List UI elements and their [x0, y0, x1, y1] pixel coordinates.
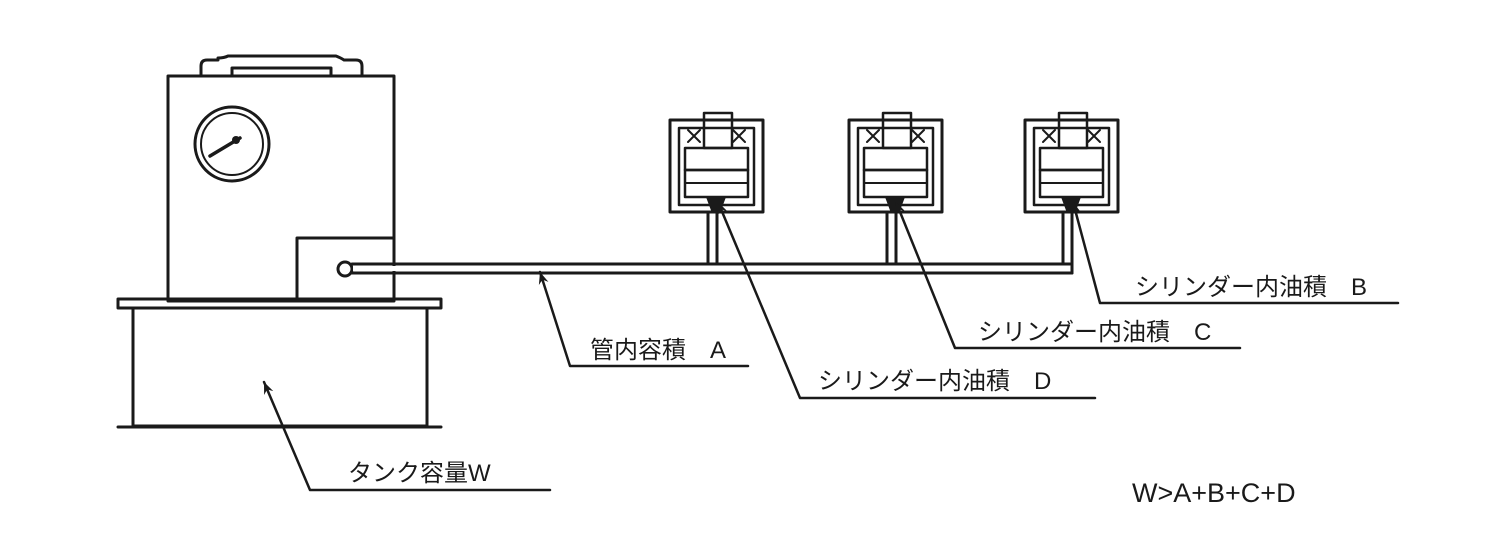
tank-capacity-label: タンク容量W	[348, 460, 491, 487]
arrow-pointer-icon	[894, 200, 1242, 350]
arrow-pointer-icon	[716, 200, 1097, 400]
pipe-volume-label: 管内容積 A	[590, 337, 726, 364]
outlet-port	[336, 260, 354, 278]
hydraulic-pump-unit	[116, 54, 443, 429]
hydraulic-cylinder-icon	[668, 111, 765, 214]
cylinder-d-volume-label: シリンダー内油積 D	[818, 368, 1051, 395]
cylinder-c-volume-label: シリンダー内油積 C	[978, 319, 1211, 346]
oil-tank	[131, 306, 429, 428]
cylinder-b-volume-label: シリンダー内油積 B	[1135, 274, 1367, 301]
hydraulic-cylinder-icon	[847, 111, 944, 214]
arrow-pointer-icon	[538, 270, 750, 368]
hydraulic-piping	[350, 211, 1074, 275]
arrow-pointer-icon	[262, 380, 552, 492]
leader-lines	[262, 200, 1400, 492]
pressure-gauge-icon	[193, 105, 271, 183]
volume-condition-formula: W>A+B+C+D	[1132, 478, 1296, 508]
arrow-pointer-icon	[1071, 200, 1400, 305]
carry-handle-icon	[199, 54, 364, 78]
hydraulic-cylinder-icon	[1023, 111, 1120, 214]
pump-cabinet	[166, 74, 396, 303]
